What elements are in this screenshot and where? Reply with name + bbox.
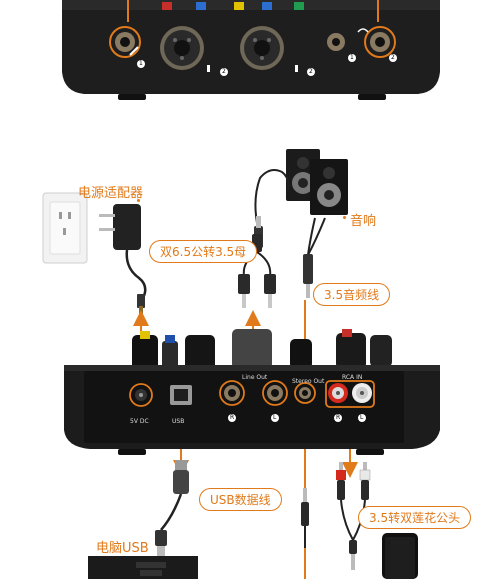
power-adapter-icon [99,204,147,316]
dot-marker [137,199,140,202]
speaker-icon [286,149,348,215]
aux-plug-icon [301,488,309,548]
usb-cable-icon [155,460,189,556]
pc-usb-label: 电脑USB [96,541,149,556]
rca-in-l: L [360,414,364,421]
power-adapter-label: 电源适配器 [78,186,144,201]
dc-label: 5V DC [130,418,149,425]
front-num-2: 2 [222,68,226,75]
rca-cable-label: 3.5转双莲花公头 [358,506,472,529]
mixer-front-panel [62,0,440,100]
dot-marker [343,216,346,219]
speaker-cables [254,169,326,298]
speaker-label: 音响 [350,214,377,229]
line-out-l: L [273,414,277,421]
wall-socket-icon [42,192,88,264]
dual-jack-label: 双6.5公转3.5母 [149,240,258,263]
front-num-4: 1 [350,54,354,61]
computer-icon [88,556,198,579]
dc-power-jack [129,383,153,407]
front-num-3: 2 [309,68,313,75]
mixer-rear-panel [64,329,440,455]
rca-in-r: R [336,414,341,421]
stereo-out-label: Stereo Out [292,378,325,385]
front-num-1: 1 [139,60,143,67]
line-out-r: R [230,414,235,421]
headphone-jack [364,26,396,58]
front-num-5: 2 [391,54,395,61]
line-out-label: Line Out [242,374,268,381]
rca-cable-icon [336,462,371,570]
rca-in-label: RCA IN [342,374,363,381]
guitar-input-jack [109,26,141,58]
usb-port-label: USB [172,418,185,425]
usb-cable-label: USB数据线 [199,488,282,511]
aux-cable-label: 3.5音频线 [313,283,391,306]
phone-icon [382,533,418,579]
